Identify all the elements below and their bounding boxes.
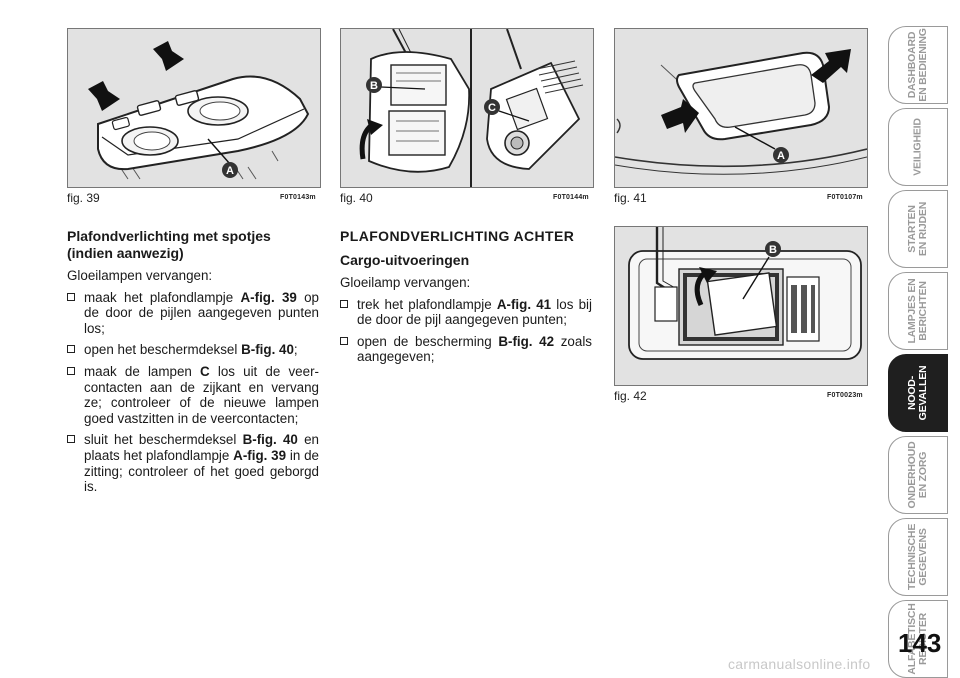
- intro-text: Gloeilampen vervangen:: [67, 268, 213, 283]
- watermark: carmanualsonline.info: [728, 656, 871, 672]
- tab-technische[interactable]: TECHNISCHE GEGEVENS: [888, 518, 948, 596]
- figure-40-caption: fig. 40: [340, 191, 373, 205]
- checkbox-bullet-icon: [67, 435, 75, 444]
- figure-41-caption: fig. 41: [614, 191, 647, 205]
- fig42-label-b: B: [769, 244, 777, 256]
- list-item: trek het plafondlampje A-fig. 41 los bij…: [340, 297, 592, 328]
- fig41-label-a: A: [777, 150, 785, 162]
- checkbox-bullet-icon: [340, 336, 348, 345]
- figure-39-code: F0T0143m: [280, 194, 316, 201]
- figure-39-image: A: [67, 28, 321, 188]
- tab-starten[interactable]: STARTEN EN RIJDEN: [888, 190, 948, 268]
- tab-alfabetisch[interactable]: ALFABETISCH REGISTER: [888, 600, 948, 678]
- section-heading-spotlights: Plafondverlichting met spotjes (indien a…: [67, 228, 271, 261]
- figure-42-caption: fig. 42: [614, 389, 647, 403]
- left-column: Plafondverlichting met spotjes (indien a…: [67, 228, 319, 501]
- tab-onderhoud[interactable]: ONDERHOUD EN ZORG: [888, 436, 948, 514]
- middle-column: PLAFONDVERLICHTING ACHTER Cargo-uitvoeri…: [340, 228, 592, 371]
- subheading-cargo: Cargo-uitvoeringen: [340, 252, 470, 268]
- list-item: sluit het beschermdeksel B-fig. 40 en pl…: [67, 432, 319, 494]
- list-item: maak het plafondlampje A-fig. 39 op de d…: [67, 290, 319, 337]
- tab-noodgevallen[interactable]: NOOD- GEVALLEN: [888, 354, 948, 432]
- checkbox-bullet-icon: [67, 366, 75, 375]
- section-heading-rear-light: PLAFONDVERLICHTING ACHTER: [340, 228, 575, 244]
- figure-42-code: F0T0023m: [827, 392, 863, 399]
- tab-veiligheid[interactable]: VEILIGHEID: [888, 108, 948, 186]
- tab-dashboard[interactable]: DASHBOARD EN BEDIENING: [888, 26, 948, 104]
- list-item: open het beschermdeksel B-fig. 40;: [67, 342, 319, 358]
- page-number: 143: [898, 628, 942, 658]
- figure-41-code: F0T0107m: [827, 194, 863, 201]
- figure-39-caption: fig. 39: [67, 191, 100, 205]
- fig40-label-b: B: [370, 80, 378, 92]
- figure-41-image: A: [614, 28, 868, 188]
- tab-lampjes[interactable]: LAMPJES EN BERICHTEN: [888, 272, 948, 350]
- figure-42-image: B: [614, 226, 868, 386]
- intro-text: Gloeilamp vervangen:: [340, 275, 471, 290]
- checkbox-bullet-icon: [67, 292, 75, 301]
- figure-40-image: B C: [340, 28, 594, 188]
- fig39-label-a: A: [226, 165, 234, 177]
- list-item: open de bescherming B-fig. 42 zoals aang…: [340, 334, 592, 365]
- list-item: maak de lampen C los uit de veer-contact…: [67, 364, 319, 426]
- fig40-label-c: C: [488, 102, 496, 114]
- checkbox-bullet-icon: [340, 299, 348, 308]
- checkbox-bullet-icon: [67, 345, 75, 354]
- figure-40-code: F0T0144m: [553, 194, 589, 201]
